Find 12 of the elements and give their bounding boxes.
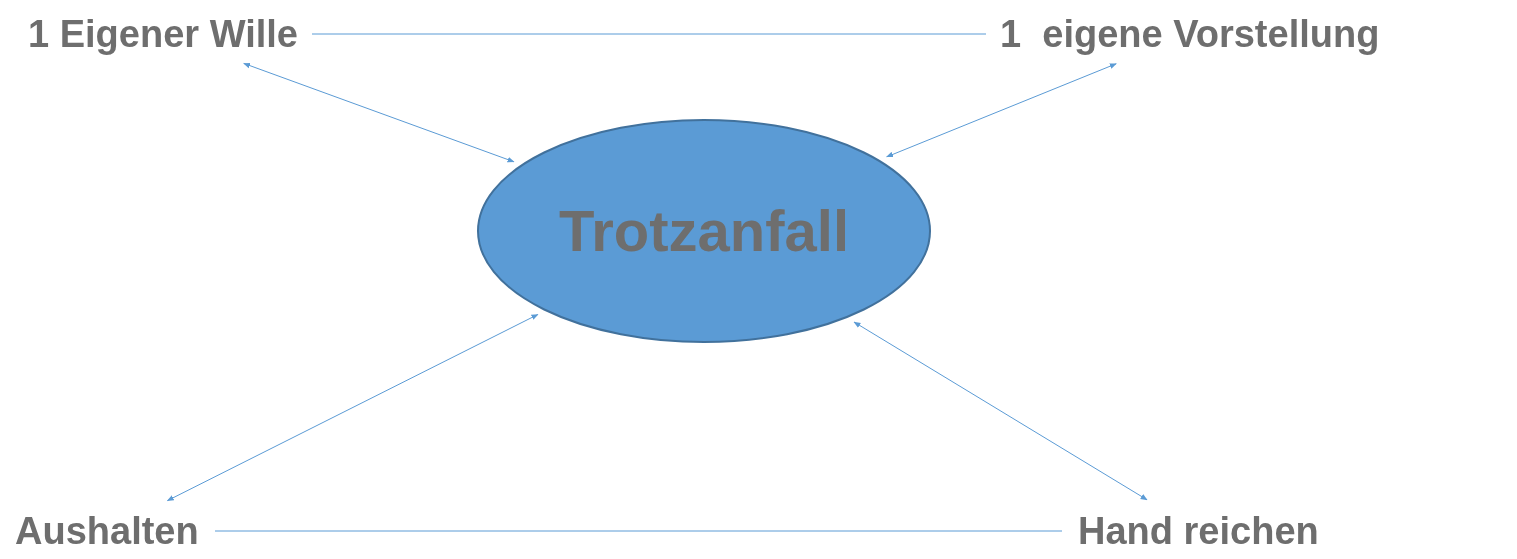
connector-line	[311, 33, 987, 35]
double-arrow	[243, 62, 515, 163]
node-label: 1 eigene Vorstellung	[1000, 15, 1380, 53]
node-label: 1 Eigener Wille	[28, 15, 298, 53]
connector-line	[214, 530, 1063, 532]
node-label: Hand reichen	[1078, 512, 1319, 550]
node-title: Trotzanfall	[559, 202, 849, 260]
node-label: Aushalten	[15, 512, 199, 550]
double-arrow	[166, 314, 539, 502]
ellipse-node	[477, 119, 931, 343]
double-arrow	[853, 321, 1148, 501]
double-arrow	[886, 63, 1117, 158]
